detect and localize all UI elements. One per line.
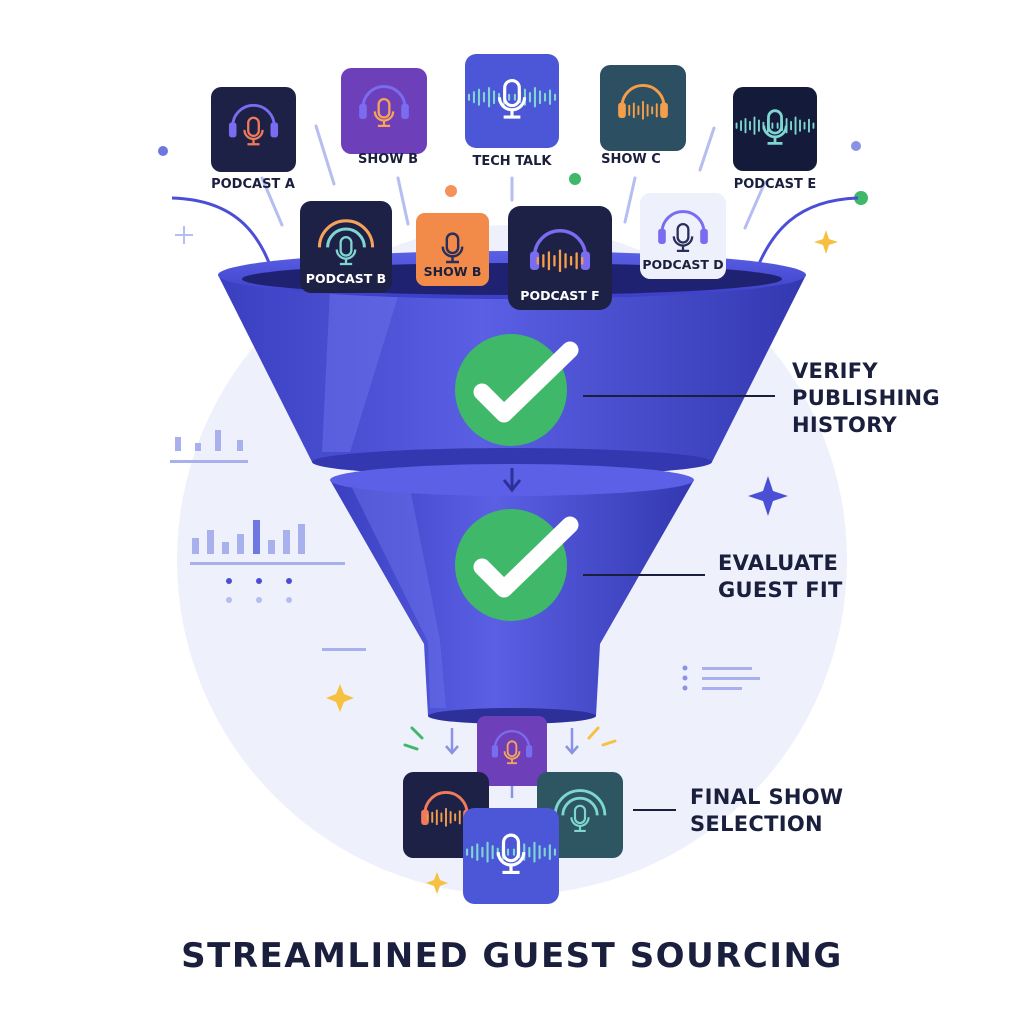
microphone-headphones-icon <box>228 103 279 146</box>
decorative-dots <box>158 141 868 691</box>
show-label-show-b: SHOW B <box>357 152 419 167</box>
check-circle-icon <box>455 509 579 621</box>
stage-label-verify: VERIFY PUBLISHING HISTORY <box>792 358 940 439</box>
check-circle-icon <box>455 334 579 446</box>
stage-label-evaluate: EVALUATE GUEST FIT <box>718 550 843 604</box>
podcast-tile <box>640 193 726 279</box>
stage-label-line: HISTORY <box>792 413 898 437</box>
show-label-show-c: SHOW C <box>601 152 661 167</box>
show-label-tech-talk: TECH TALK <box>472 154 552 169</box>
podcast-tile <box>300 201 392 293</box>
decorative-bar-chart-left <box>170 430 248 463</box>
podcast-broadcast-icon <box>553 789 607 832</box>
microphone-waveform-icon <box>465 833 557 875</box>
stage-label-line: VERIFY <box>792 359 878 383</box>
rim-show-label: PODCAST D <box>642 257 723 272</box>
microphone-waveform-icon <box>735 109 815 145</box>
podcast-tile <box>465 54 559 148</box>
rim-show-label: PODCAST B <box>306 271 386 286</box>
diagram-title: STREAMLINED GUEST SOURCING <box>181 936 843 976</box>
flow-arrow-icon <box>502 468 522 493</box>
stage-label-line: PUBLISHING <box>792 386 940 410</box>
podcast-tile <box>416 213 489 286</box>
stage-label-line: EVALUATE <box>718 551 839 575</box>
microphone-icon <box>441 232 464 264</box>
confetti-marks <box>403 726 617 751</box>
show-label-podcast-a: PODCAST A <box>211 177 295 192</box>
stage-label-line: FINAL SHOW <box>690 785 844 809</box>
show-label-podcast-e: PODCAST E <box>733 177 817 192</box>
microphone-headphones-icon <box>658 210 708 253</box>
stage-label-line: SELECTION <box>690 812 823 836</box>
rim-show-label: SHOW B <box>424 264 482 279</box>
selected-podcast-tile <box>477 716 547 786</box>
podcast-tile <box>508 206 612 310</box>
rim-show-label: PODCAST F <box>520 288 599 303</box>
microphone-broadcast-icon <box>317 219 375 266</box>
headphones-waveform-icon <box>618 84 668 120</box>
intake-strokes <box>260 124 767 230</box>
selected-podcast-tile <box>463 808 559 904</box>
sparkle-icon <box>326 230 838 894</box>
headphones-waveform-icon <box>529 229 591 273</box>
podcast-tile <box>341 68 427 154</box>
podcast-tile <box>733 87 817 171</box>
microphone-waveform-icon <box>467 78 557 119</box>
stage-label-line: GUEST FIT <box>718 578 843 602</box>
microphone-headphones-icon <box>491 729 533 765</box>
podcast-tile <box>600 65 686 151</box>
stage-label-final: FINAL SHOW SELECTION <box>690 784 843 838</box>
decorative-bar-chart-lower <box>190 520 345 565</box>
podcast-tile <box>211 87 296 172</box>
microphone-headphones-icon <box>359 85 409 128</box>
